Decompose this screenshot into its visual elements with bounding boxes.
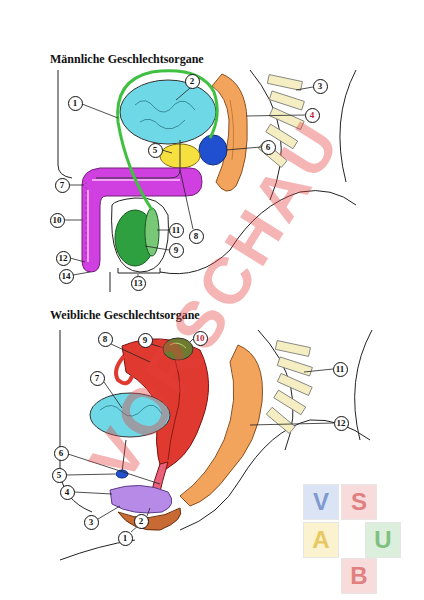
callout-number: 3 bbox=[313, 79, 328, 94]
callout-text: 11 bbox=[336, 365, 345, 374]
logo-cell: U bbox=[365, 522, 401, 558]
callout-text: 14 bbox=[62, 272, 71, 281]
callout-text: 12 bbox=[59, 254, 68, 263]
callout-number: 11 bbox=[333, 362, 348, 377]
callout-number: 5 bbox=[148, 143, 163, 158]
callout-text: 4 bbox=[65, 488, 70, 497]
callout-number: 13 bbox=[131, 276, 146, 291]
callout-text: 3 bbox=[318, 82, 323, 91]
callout-number: 10 bbox=[193, 331, 208, 346]
callout-number: 3 bbox=[84, 515, 99, 530]
callout-number: 9 bbox=[138, 333, 153, 348]
callout-text: 6 bbox=[59, 449, 64, 458]
callout-number: 14 bbox=[59, 269, 74, 284]
callout-text: 12 bbox=[337, 419, 346, 428]
callout-text: 5 bbox=[153, 146, 158, 155]
logo-cell: S bbox=[341, 484, 377, 520]
callout-text: 6 bbox=[266, 143, 271, 152]
logo-cell: B bbox=[341, 558, 377, 594]
logo-cell: V bbox=[303, 484, 339, 520]
callout-number: 2 bbox=[185, 74, 200, 89]
callout-number: 1 bbox=[118, 531, 133, 546]
callout-text: 2 bbox=[139, 517, 144, 526]
callout-text: 7 bbox=[60, 181, 65, 190]
callout-text: 9 bbox=[174, 246, 179, 255]
callout-number: 8 bbox=[98, 332, 113, 347]
callout-number: 6 bbox=[54, 446, 69, 461]
callout-number: 12 bbox=[56, 251, 71, 266]
callout-text: 7 bbox=[95, 374, 100, 383]
callout-number: 4 bbox=[305, 108, 320, 123]
callout-text: 1 bbox=[73, 99, 78, 108]
callout-number: 9 bbox=[169, 243, 184, 258]
callout-text: 2 bbox=[190, 77, 195, 86]
callout-text: 3 bbox=[89, 518, 94, 527]
callout-number: 4 bbox=[60, 485, 75, 500]
watermark: VORSCHAU bbox=[74, 106, 356, 494]
callout-number: 7 bbox=[55, 178, 70, 193]
callout-text: 13 bbox=[134, 279, 143, 288]
callout-number: 5 bbox=[52, 468, 67, 483]
section-heading: Männliche Geschlechtsorgane bbox=[50, 52, 204, 67]
callout-number: 11 bbox=[169, 223, 184, 238]
callout-text: 11 bbox=[172, 226, 181, 235]
callout-number: 1 bbox=[68, 96, 83, 111]
callout-number: 10 bbox=[50, 213, 65, 228]
callout-text: 4 bbox=[310, 111, 315, 120]
callout-text: 1 bbox=[123, 534, 128, 543]
callout-text: 8 bbox=[103, 335, 108, 344]
callout-number: 6 bbox=[261, 140, 276, 155]
callout-text: 10 bbox=[196, 334, 205, 343]
callout-number: 8 bbox=[189, 229, 204, 244]
callout-text: 8 bbox=[194, 232, 199, 241]
logo-cell: A bbox=[303, 522, 339, 558]
callout-text: 5 bbox=[57, 471, 62, 480]
callout-text: 9 bbox=[143, 336, 148, 345]
callout-number: 12 bbox=[334, 416, 349, 431]
callout-number: 7 bbox=[90, 371, 105, 386]
callout-text: 10 bbox=[53, 216, 62, 225]
callout-number: 2 bbox=[134, 514, 149, 529]
